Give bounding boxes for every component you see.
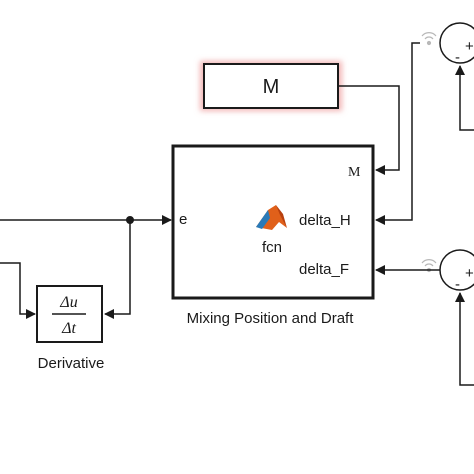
derivative-caption: Derivative	[38, 355, 105, 372]
matlab-function-block[interactable]: e M delta_H delta_F fcn	[171, 144, 375, 300]
sum1-feedback	[455, 65, 474, 131]
signal-icon	[421, 32, 437, 46]
input-port-e: e	[179, 211, 187, 228]
constant-block-label: M	[263, 76, 280, 98]
sum1-minus: -	[455, 49, 460, 66]
output-port-delta-f: delta_F	[299, 261, 349, 278]
constant-block-m[interactable]: M	[200, 61, 342, 111]
derivative-block[interactable]: Δu Δt	[36, 285, 103, 343]
signal-delta-h	[375, 42, 420, 225]
sum2-minus: -	[455, 276, 460, 293]
signal-to-derivative	[104, 220, 131, 319]
derivative-numerator: Δu	[59, 294, 77, 311]
function-block-caption: Mixing Position and Draft	[187, 310, 355, 327]
signal-derivative-other	[0, 262, 36, 319]
sum-block-2[interactable]: + -	[439, 249, 474, 293]
matlab-logo-icon	[256, 205, 287, 230]
derivative-denominator: Δt	[61, 320, 76, 337]
output-port-delta-h: delta_H	[299, 212, 351, 229]
sum2-plus: +	[465, 265, 474, 282]
sum-block-1[interactable]: + -	[439, 22, 474, 66]
signal-m	[338, 85, 400, 175]
function-label: fcn	[262, 239, 282, 256]
output-port-m: M	[348, 165, 361, 180]
sum1-plus: +	[465, 38, 474, 55]
sum2-feedback	[455, 292, 474, 386]
